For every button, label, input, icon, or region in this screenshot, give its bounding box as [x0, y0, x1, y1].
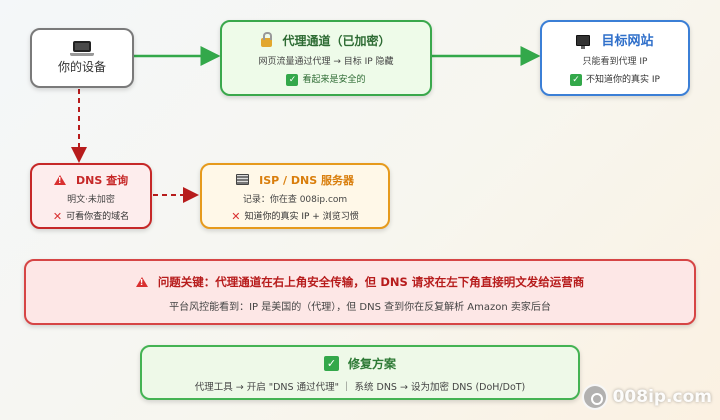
- target-title: 目标网站: [601, 34, 654, 50]
- laptop-icon: [70, 41, 94, 56]
- check-icon: ✓: [570, 73, 583, 86]
- watermark-text: 008ip.com: [612, 387, 712, 407]
- watermark-logo-icon: [581, 384, 608, 410]
- dns-status-row: ✕可看你查的域名: [53, 209, 129, 223]
- check-icon: ✓: [323, 355, 339, 371]
- proxy-tunnel-node: 代理通道（已加密） 网页流量通过代理 → 目标 IP 隐藏 ✓看起来是安全的: [220, 20, 432, 96]
- dns-query-node: DNS 查询 明文·未加密 ✕可看你查的域名: [30, 163, 152, 229]
- warning-icon: [53, 174, 66, 185]
- issue-callout: 问题关键：代理通道在右上角安全传输，但 DNS 请求在左下角直接明文发给运营商 …: [24, 259, 696, 325]
- fix-title: 修复方案: [348, 356, 397, 371]
- target-status: 不知道你的真实 IP: [586, 75, 660, 86]
- target-title-row: 目标网站: [576, 30, 654, 50]
- fix-title-row: ✓ 修复方案: [323, 353, 397, 372]
- isp-title-row: ISP / DNS 服务器: [236, 169, 354, 188]
- issue-desc: 平台风控能看到：IP 是美国的（代理），但 DNS 查到你在反复解析 Amazo…: [169, 302, 551, 313]
- dns-status: 可看你查的域名: [66, 212, 130, 222]
- isp-status: 知道你的真实 IP + 浏览习惯: [244, 212, 359, 222]
- dns-desc: 明文·未加密: [67, 195, 115, 205]
- issue-title-row: 问题关键：代理通道在右上角安全传输，但 DNS 请求在左下角直接明文发给运营商: [135, 271, 585, 290]
- target-status-row: ✓不知道你的真实 IP: [570, 72, 660, 86]
- warning-icon: [135, 276, 148, 287]
- device-node: 你的设备: [30, 28, 134, 88]
- proxy-title: 代理通道（已加密）: [282, 34, 391, 49]
- proxy-status-row: ✓看起来是安全的: [286, 72, 366, 86]
- cross-icon: ✕: [52, 210, 63, 223]
- target-site-node: 目标网站 只能看到代理 IP ✓不知道你的真实 IP: [540, 20, 690, 96]
- proxy-status: 看起来是安全的: [302, 75, 366, 86]
- fix-desc: 代理工具 → 开启 "DNS 通过代理" ｜ 系统 DNS → 设为加密 DNS…: [194, 381, 526, 393]
- device-label: 你的设备: [57, 60, 106, 74]
- dns-title-row: DNS 查询: [53, 169, 129, 188]
- cross-icon: ✕: [231, 210, 241, 223]
- isp-status-row: ✕知道你的真实 IP + 浏览习惯: [231, 209, 358, 223]
- issue-title: 问题关键：代理通道在右上角安全传输，但 DNS 请求在左下角直接明文发给运营商: [157, 275, 585, 289]
- fix-solution-callout: ✓ 修复方案 代理工具 → 开启 "DNS 通过代理" ｜ 系统 DNS → 设…: [140, 345, 580, 400]
- monitor-icon: [576, 35, 591, 50]
- dns-title: DNS 查询: [76, 174, 129, 187]
- isp-dns-server-node: ISP / DNS 服务器 记录：你在查 008ip.com ✕知道你的真实 I…: [200, 163, 390, 229]
- proxy-title-row: 代理通道（已加密）: [261, 30, 391, 49]
- isp-title: ISP / DNS 服务器: [259, 174, 354, 187]
- proxy-desc: 网页流量通过代理 → 目标 IP 隐藏: [258, 57, 394, 68]
- lock-icon: [261, 32, 273, 48]
- watermark: 008ip.com: [581, 384, 712, 410]
- target-desc: 只能看到代理 IP: [582, 57, 648, 68]
- check-icon: ✓: [286, 73, 299, 86]
- isp-desc: 记录：你在查 008ip.com: [242, 195, 348, 205]
- server-icon: [236, 174, 250, 185]
